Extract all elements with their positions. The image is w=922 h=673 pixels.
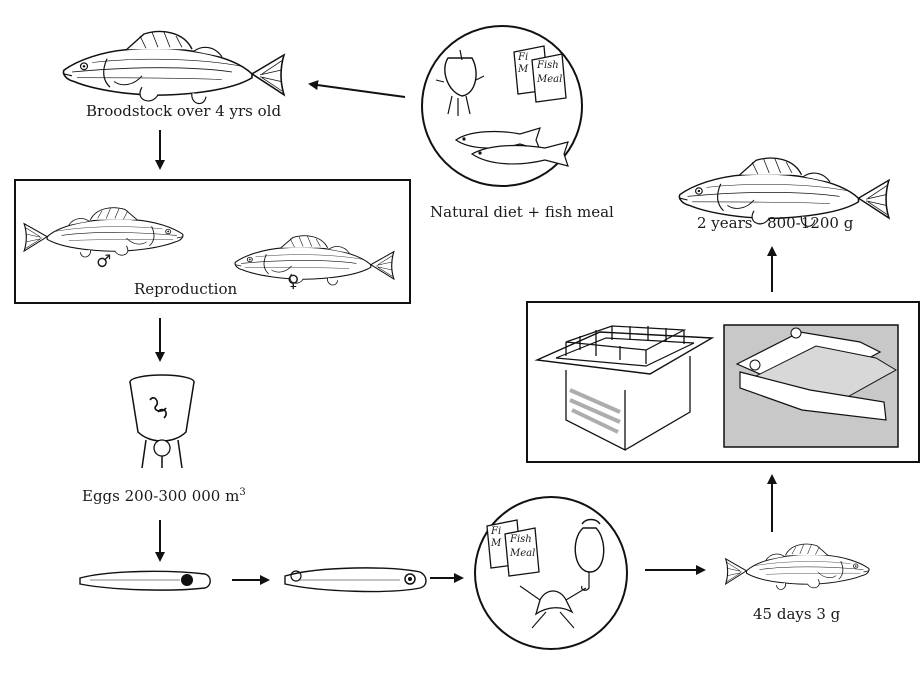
- label-eggs-superscript: 3: [239, 487, 245, 498]
- symbol-male: ♂: [96, 252, 111, 272]
- symbol-female: ♀: [287, 272, 299, 292]
- natural-diet-circle: [422, 26, 582, 186]
- bag-top-back-line1: Fi: [518, 52, 528, 63]
- label-natural-diet: Natural diet + fish meal: [430, 203, 614, 221]
- bag-bottom-back-line2: M: [491, 538, 501, 549]
- larva-late: [285, 568, 426, 592]
- broodstock-fish: [63, 32, 284, 104]
- larva-early: [80, 571, 210, 590]
- arrow-diet-to-broodstock: [310, 84, 405, 97]
- label-eggs: Eggs 200-300 000 m3: [82, 487, 246, 505]
- larval-feed-circle: [475, 497, 627, 649]
- label-two-years: 2 years - 800-1200 g: [697, 214, 853, 232]
- bag-top-back-line2: M: [518, 64, 528, 75]
- label-forty-five-days: 45 days 3 g: [753, 605, 840, 623]
- bag-bottom-back-line1: Fi: [491, 526, 501, 537]
- male-fish: [24, 208, 183, 257]
- bag-top-front-line2: Meal: [537, 74, 562, 85]
- label-eggs-text: Eggs 200-300 000 m: [82, 487, 239, 505]
- bag-bottom-front-line1: Fish: [510, 534, 532, 545]
- label-reproduction: Reproduction: [134, 280, 237, 298]
- net-cage: [537, 326, 712, 450]
- bag-bottom-front-line2: Meal: [510, 548, 535, 559]
- juvenile-fish: [726, 544, 869, 590]
- female-fish: [235, 236, 394, 285]
- bag-top-front-line1: Fish: [537, 60, 559, 71]
- egg-incubator: [130, 375, 194, 468]
- label-broodstock: Broodstock over 4 yrs old: [86, 102, 281, 120]
- raceway-ponds: [724, 325, 898, 447]
